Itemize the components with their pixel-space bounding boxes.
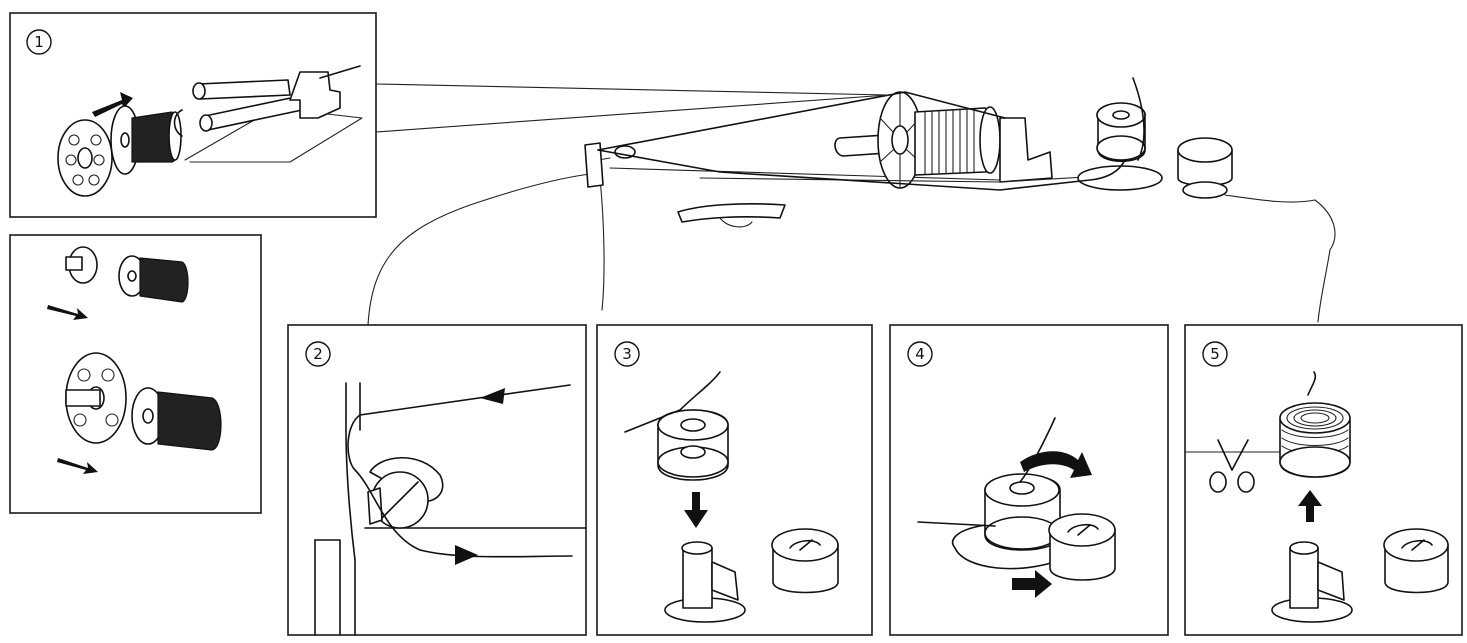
step-4-panel: 4 [889,324,1169,636]
step-2-badge [305,341,331,367]
callout-lines [375,83,889,133]
step-3-badge [614,341,640,367]
step-1-number: 1 [34,33,44,51]
step-2-number: 2 [313,345,323,363]
spool-cap-panel [9,234,262,514]
step-2-panel: 2 [287,324,587,636]
step-3-panel: 3 [596,324,873,636]
scissors-icon [1209,439,1255,493]
sewing-machine-top-view [367,77,1336,326]
step-5-badge [1202,341,1228,367]
step-4-number: 4 [915,345,925,363]
step-5-panel: 5 [1184,324,1463,636]
step-1-panel: 1 [9,12,377,218]
step-4-badge [907,341,933,367]
step-5-number: 5 [1210,345,1220,363]
step-3-number: 3 [622,345,632,363]
step-1-badge [26,29,52,55]
